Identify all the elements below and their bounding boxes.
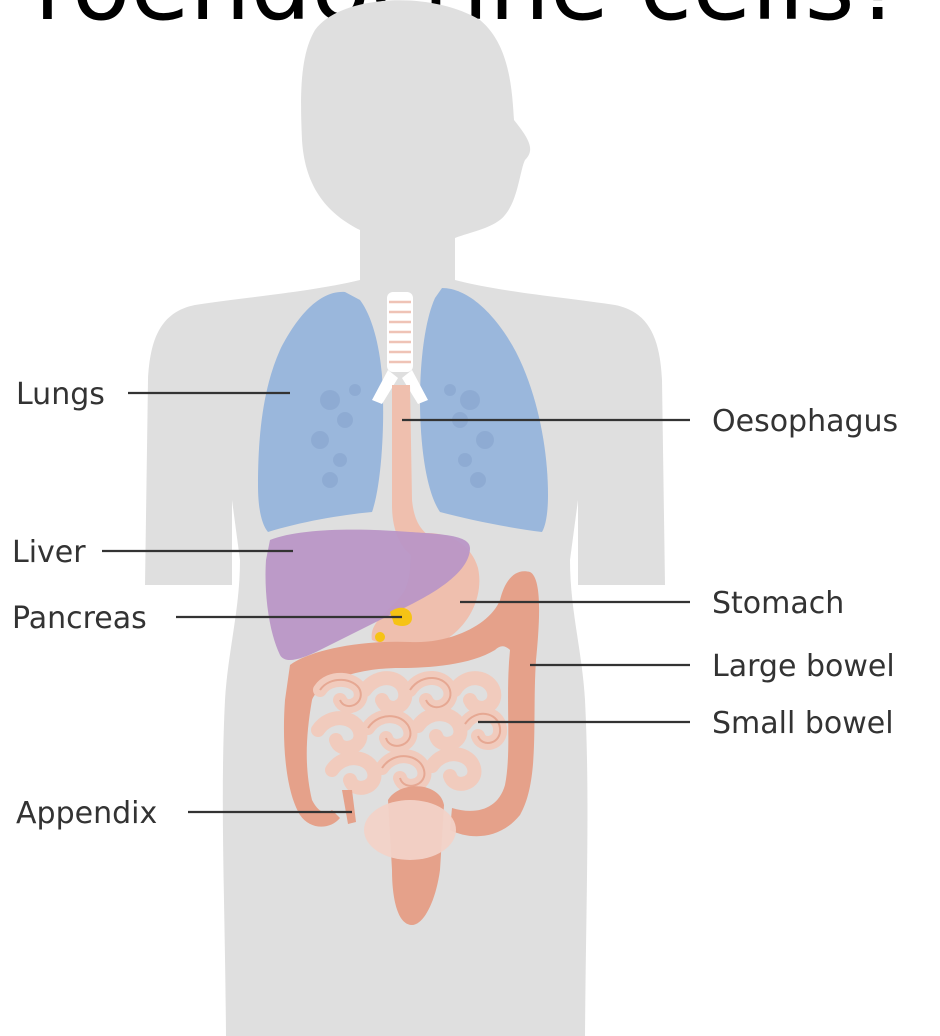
label-large-bowel: Large bowel — [712, 649, 895, 684]
label-liver: Liver — [12, 535, 86, 570]
label-oesophagus: Oesophagus — [712, 404, 898, 439]
bladder — [364, 800, 456, 860]
label-appendix: Appendix — [16, 796, 157, 831]
label-small-bowel: Small bowel — [712, 706, 894, 741]
label-stomach: Stomach — [712, 586, 844, 621]
label-pancreas: Pancreas — [12, 601, 147, 636]
label-lungs: Lungs — [16, 377, 105, 412]
